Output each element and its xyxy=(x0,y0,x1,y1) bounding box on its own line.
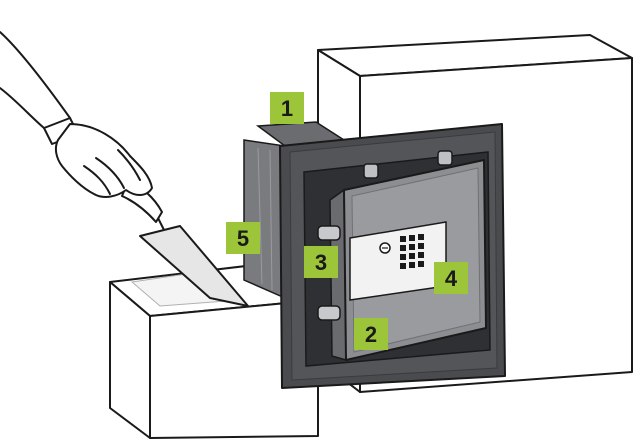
callout-1: 1 xyxy=(270,92,304,124)
door-bolts xyxy=(317,225,341,321)
front-wall-block xyxy=(109,261,319,439)
keyhole-icon xyxy=(379,242,391,254)
keypad-icon xyxy=(400,234,424,269)
callout-3-label: 3 xyxy=(315,250,327,275)
callout-5-label: 5 xyxy=(237,226,249,251)
callout-5: 5 xyxy=(226,222,260,254)
callout-3: 3 xyxy=(304,246,338,278)
callout-2-label: 2 xyxy=(365,322,377,347)
top-bolts xyxy=(363,150,453,179)
hand-holding-trowel-icon xyxy=(0,31,153,198)
callout-2: 2 xyxy=(354,318,388,350)
callout-1-label: 1 xyxy=(281,96,293,121)
callout-4-label: 4 xyxy=(445,266,458,291)
callout-4: 4 xyxy=(434,262,468,294)
